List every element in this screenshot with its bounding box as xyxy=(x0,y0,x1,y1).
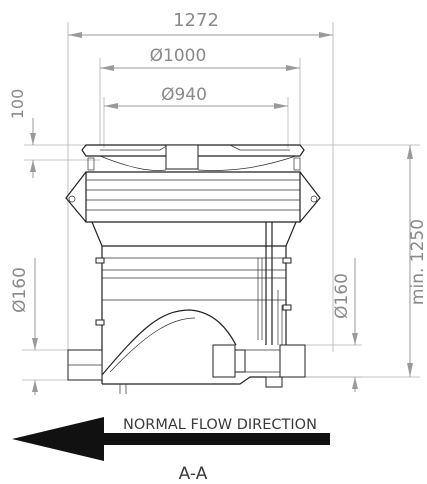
dimension-rim-height: 100 xyxy=(8,89,100,178)
dimension-overall-width-label: 1272 xyxy=(173,10,219,31)
dimension-inner-diameter-label: Ø940 xyxy=(161,85,207,105)
chamber-section xyxy=(65,144,321,394)
section-label: A-A xyxy=(179,464,208,484)
dimension-min-height: min. 1250 xyxy=(300,144,427,378)
dimension-min-height-label: min. 1250 xyxy=(408,219,427,305)
dimension-inlet-diameter: Ø160 xyxy=(10,258,68,395)
dimension-inner-diameter: Ø940 xyxy=(103,85,289,148)
dimension-outer-diameter: Ø1000 xyxy=(99,46,301,145)
dimension-rim-height-label: 100 xyxy=(8,89,27,120)
dimension-overall-width: 1272 xyxy=(67,10,334,352)
flow-direction-label: NORMAL FLOW DIRECTION xyxy=(123,417,317,433)
flow-direction-arrow: NORMAL FLOW DIRECTION xyxy=(12,417,330,461)
dimension-inlet-diameter-label: Ø160 xyxy=(10,267,30,313)
dimension-outlet-diameter: Ø160 xyxy=(305,258,362,392)
dimension-outlet-diameter-label: Ø160 xyxy=(332,273,352,319)
dimension-outer-diameter-label: Ø1000 xyxy=(150,46,207,66)
